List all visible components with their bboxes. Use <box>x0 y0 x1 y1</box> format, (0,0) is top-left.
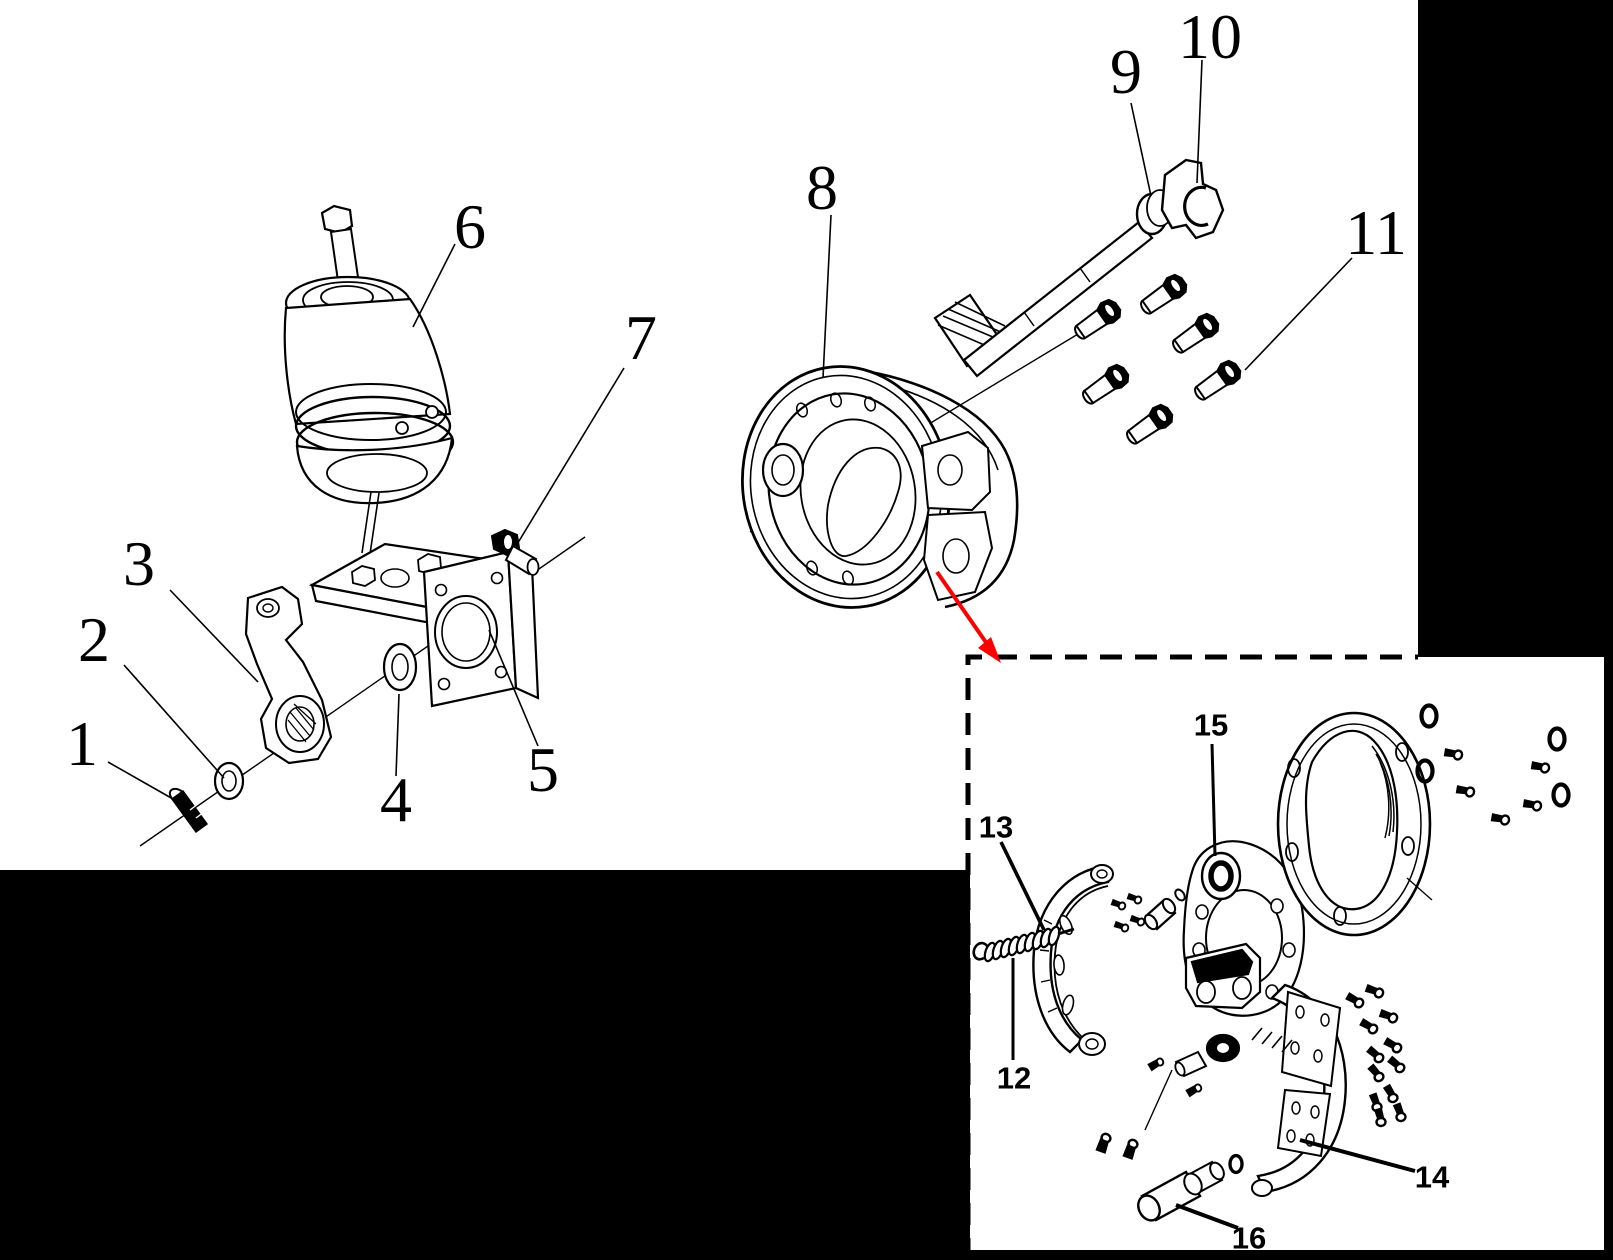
callout-1: 1 <box>66 708 98 779</box>
black-mask-bottom-left <box>0 870 970 1260</box>
brake-drum-drawing <box>741 365 1019 609</box>
black-mask-bottom-bar <box>970 1250 1613 1260</box>
black-mask-right-bar <box>1604 657 1613 1260</box>
detail-arrow <box>935 570 1001 663</box>
callout-12: 12 <box>996 1060 1032 1096</box>
inset-small-fasteners-drawing <box>1108 888 1186 935</box>
inset-ring-drawing <box>1276 711 1433 937</box>
callout-11: 11 <box>1345 197 1407 268</box>
pin-and-washers-drawing <box>168 642 418 834</box>
detail-arrow-line <box>935 570 994 653</box>
inset-shoe14-drawing <box>1251 983 1347 1197</box>
inset-shoe13-drawing <box>1032 864 1114 1056</box>
mounting-bracket-drawing <box>308 542 540 708</box>
callout-13: 13 <box>978 809 1014 845</box>
leader-lines-inset <box>999 743 1416 1230</box>
adjuster-arm-drawing <box>244 585 333 765</box>
callout-16: 16 <box>1231 1220 1267 1256</box>
callout-9: 9 <box>1110 36 1142 107</box>
inset-fastener-cluster-drawing <box>1342 980 1408 1128</box>
leader-lines-main <box>107 59 1353 804</box>
callout-10: 10 <box>1178 1 1242 72</box>
camshaft-drawing <box>933 158 1225 378</box>
callout-4: 4 <box>380 764 412 835</box>
black-mask-top-right <box>1418 0 1613 657</box>
inset-bracket15-drawing <box>1144 840 1305 1131</box>
callout-3: 3 <box>123 528 155 599</box>
inset-lockrings-drawing <box>1418 706 1569 829</box>
brake-chamber-drawing <box>283 204 455 555</box>
callout-14: 14 <box>1414 1159 1450 1195</box>
detail-arrow-head <box>978 637 1001 663</box>
callout-5: 5 <box>527 734 559 805</box>
callout-2: 2 <box>78 604 110 675</box>
inset-roller16-drawing <box>1093 1131 1244 1222</box>
bolt-cluster-drawing <box>1068 268 1247 451</box>
callout-15: 15 <box>1193 707 1229 743</box>
inset-spring12-drawing <box>972 925 1075 963</box>
callout-7: 7 <box>625 302 657 373</box>
bolt7-drawing <box>490 528 540 576</box>
inset-dashed-border <box>965 654 1418 1260</box>
callout-6: 6 <box>454 191 486 262</box>
callout-8: 8 <box>806 152 838 223</box>
